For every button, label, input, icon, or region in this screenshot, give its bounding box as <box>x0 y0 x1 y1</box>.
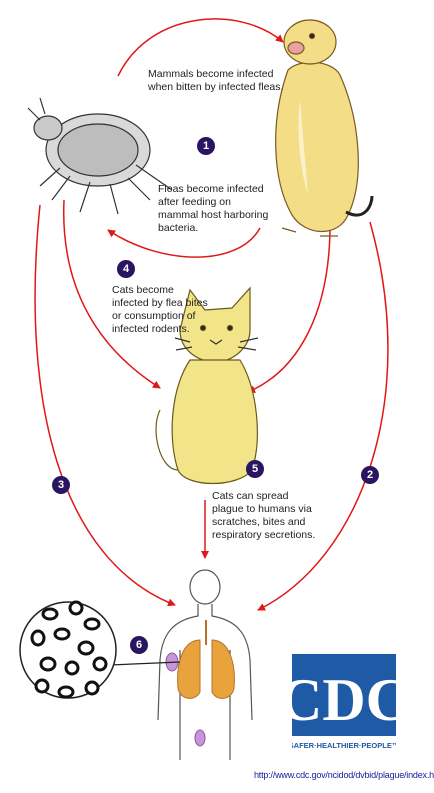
step-badge-4: 4 <box>117 260 135 278</box>
arrow-rodent-to-human <box>258 222 388 610</box>
bacteria-magnified-icon <box>20 602 180 698</box>
caption-step-1b: Fleas become infected after feeding on m… <box>158 183 270 235</box>
cdc-logo: CDC SAFER·HEALTHIER·PEOPLE™ <box>292 654 396 752</box>
caption-step-1a: Mammals become infected when bitten by i… <box>148 68 288 94</box>
step-badge-5: 5 <box>246 460 264 478</box>
step-badge-6: 6 <box>130 636 148 654</box>
caption-step-4: Cats become infected by flea bites or co… <box>112 284 208 336</box>
arrow-rodent-to-cat <box>248 225 330 392</box>
step-badge-2: 2 <box>361 466 379 484</box>
cdc-logo-text: CDC <box>292 667 396 733</box>
caption-step-5: Cats can spread plague to humans via scr… <box>212 490 318 542</box>
prairie-dog-icon <box>276 20 372 236</box>
cdc-tagline: SAFER·HEALTHIER·PEOPLE™ <box>292 741 396 750</box>
flea-icon <box>28 98 172 214</box>
step-badge-3: 3 <box>52 476 70 494</box>
source-url-link[interactable]: http://www.cdc.gov/ncidod/dvbid/plague/i… <box>254 770 434 780</box>
lungs-icon <box>178 620 235 698</box>
arrow-flea-to-human <box>35 205 175 605</box>
step-badge-1: 1 <box>197 137 215 155</box>
